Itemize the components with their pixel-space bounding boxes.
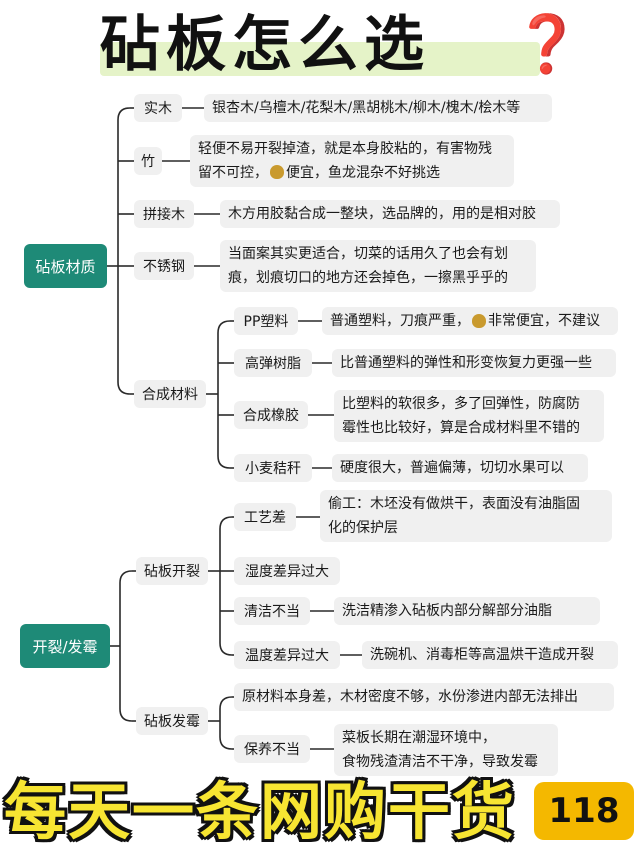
node-cracking: 砧板开裂 xyxy=(136,557,208,585)
leaf-craft-line2: 化的保护层 xyxy=(328,520,398,536)
root-material: 砧板材质 xyxy=(24,244,107,288)
leaf-stainless-steel: 当面案其实更适合，切菜的话用久了也会有划 痕，划痕切口的地方还会掉色，一擦黑乎乎… xyxy=(220,240,536,292)
node-bamboo: 竹 xyxy=(134,147,162,175)
node-pp-plastic: PP塑料 xyxy=(234,307,298,335)
root-crack-mold: 开裂/发霉 xyxy=(20,624,110,668)
node-resin: 高弹树脂 xyxy=(234,349,312,377)
leaf-bamboo-line2: 留不可控， 便宜，鱼龙混杂不好挑选 xyxy=(198,161,506,185)
node-synthetic: 合成材料 xyxy=(134,380,206,408)
node-humidity: 湿度差异过大 xyxy=(234,557,340,585)
leaf-bamboo-line2a: 留不可控， xyxy=(198,165,268,181)
leaf-temperature: 洗碗机、消毒柜等高温烘干造成开裂 xyxy=(362,641,618,669)
leaf-rubber-line1: 比塑料的软很多，多了回弹性，防腐防 xyxy=(342,396,580,412)
leaf-bamboo-line2b: 便宜，鱼龙混杂不好挑选 xyxy=(286,165,440,181)
leaf-pp-text-a: 普通塑料，刀痕严重， xyxy=(330,313,470,329)
leaf-bamboo-line1: 轻便不易开裂掉渣，就是本身胶粘的，有害物残 xyxy=(198,141,492,157)
node-cleaning: 清洁不当 xyxy=(234,597,310,625)
leaf-cleaning: 洗洁精渗入砧板内部分解部分油脂 xyxy=(334,597,600,625)
issue-number-badge: 118 xyxy=(534,782,634,840)
node-craft: 工艺差 xyxy=(234,503,296,531)
leaf-rubber: 比塑料的软很多，多了回弹性，防腐防 霉性也比较好，算是合成材料里不错的 xyxy=(334,390,604,442)
node-temperature: 温度差异过大 xyxy=(234,641,340,669)
leaf-bamboo: 轻便不易开裂掉渣，就是本身胶粘的，有害物残 留不可控， 便宜，鱼龙混杂不好挑选 xyxy=(190,135,514,187)
node-care: 保养不当 xyxy=(234,735,310,763)
money-bag-icon xyxy=(472,314,486,328)
leaf-craft-line1: 偷工：木坯没有做烘干，表面没有油脂固 xyxy=(328,496,580,512)
leaf-spliced-wood: 木方用胶黏合成一整块，选品牌的，用的是相对胶 xyxy=(220,200,560,228)
leaf-resin: 比普通塑料的弹性和形变恢复力更强一些 xyxy=(332,349,616,377)
page-title: 砧板怎么选 ❓ xyxy=(0,4,640,84)
leaf-steel-line2: 痕，划痕切口的地方还会掉色，一擦黑乎乎的 xyxy=(228,270,508,286)
title-text: 砧板怎么选 xyxy=(100,10,430,80)
bottom-banner: 每天一条网购干货 xyxy=(0,768,640,853)
leaf-cleaning-text: 洗洁精渗入砧板内部分解部分油脂 xyxy=(342,603,552,619)
leaf-temperature-text: 洗碗机、消毒柜等高温烘干造成开裂 xyxy=(370,647,594,663)
leaf-solid-wood-text: 银杏木/乌檀木/花梨木/黑胡桃木/柳木/槐木/桧木等 xyxy=(212,100,521,116)
leaf-steel-line1: 当面案其实更适合，切菜的话用久了也会有划 xyxy=(228,246,508,262)
leaf-pp-text-b: 非常便宜，不建议 xyxy=(488,313,600,329)
node-mold: 砧板发霉 xyxy=(136,707,208,735)
leaf-care-line2: 食物残渣清洁不干净，导致发霉 xyxy=(342,754,538,770)
node-stainless-steel: 不锈钢 xyxy=(134,252,194,280)
leaf-wheat-straw: 硬度很大，普遍偏薄，切切水果可以 xyxy=(332,454,588,482)
question-mark-icon: ❓ xyxy=(512,12,582,77)
money-bag-icon xyxy=(270,165,284,179)
leaf-rubber-line2: 霉性也比较好，算是合成材料里不错的 xyxy=(342,420,580,436)
node-rubber: 合成橡胶 xyxy=(234,401,308,429)
leaf-wheat-straw-text: 硬度很大，普遍偏薄，切切水果可以 xyxy=(340,460,564,476)
leaf-spliced-wood-text: 木方用胶黏合成一整块，选品牌的，用的是相对胶 xyxy=(228,206,536,222)
node-spliced-wood: 拼接木 xyxy=(134,200,194,228)
leaf-raw-material: 原材料本身差，木材密度不够，水份渗进内部无法排出 xyxy=(234,683,614,711)
leaf-care: 菜板长期在潮湿环境中， 食物残渣清洁不干净，导致发霉 xyxy=(334,724,558,776)
node-wheat-straw: 小麦秸秆 xyxy=(234,454,312,482)
banner-text: 每天一条网购干货 xyxy=(4,775,517,848)
leaf-craft: 偷工：木坯没有做烘干，表面没有油脂固 化的保护层 xyxy=(320,490,612,542)
leaf-care-line1: 菜板长期在潮湿环境中， xyxy=(342,730,496,746)
leaf-pp-plastic: 普通塑料，刀痕严重， 非常便宜，不建议 xyxy=(322,307,618,335)
leaf-raw-material-text: 原材料本身差，木材密度不够，水份渗进内部无法排出 xyxy=(242,689,578,705)
title-highlight xyxy=(100,42,540,76)
leaf-resin-text: 比普通塑料的弹性和形变恢复力更强一些 xyxy=(340,355,592,371)
node-solid-wood: 实木 xyxy=(134,94,182,122)
leaf-solid-wood: 银杏木/乌檀木/花梨木/黑胡桃木/柳木/槐木/桧木等 xyxy=(204,94,552,122)
